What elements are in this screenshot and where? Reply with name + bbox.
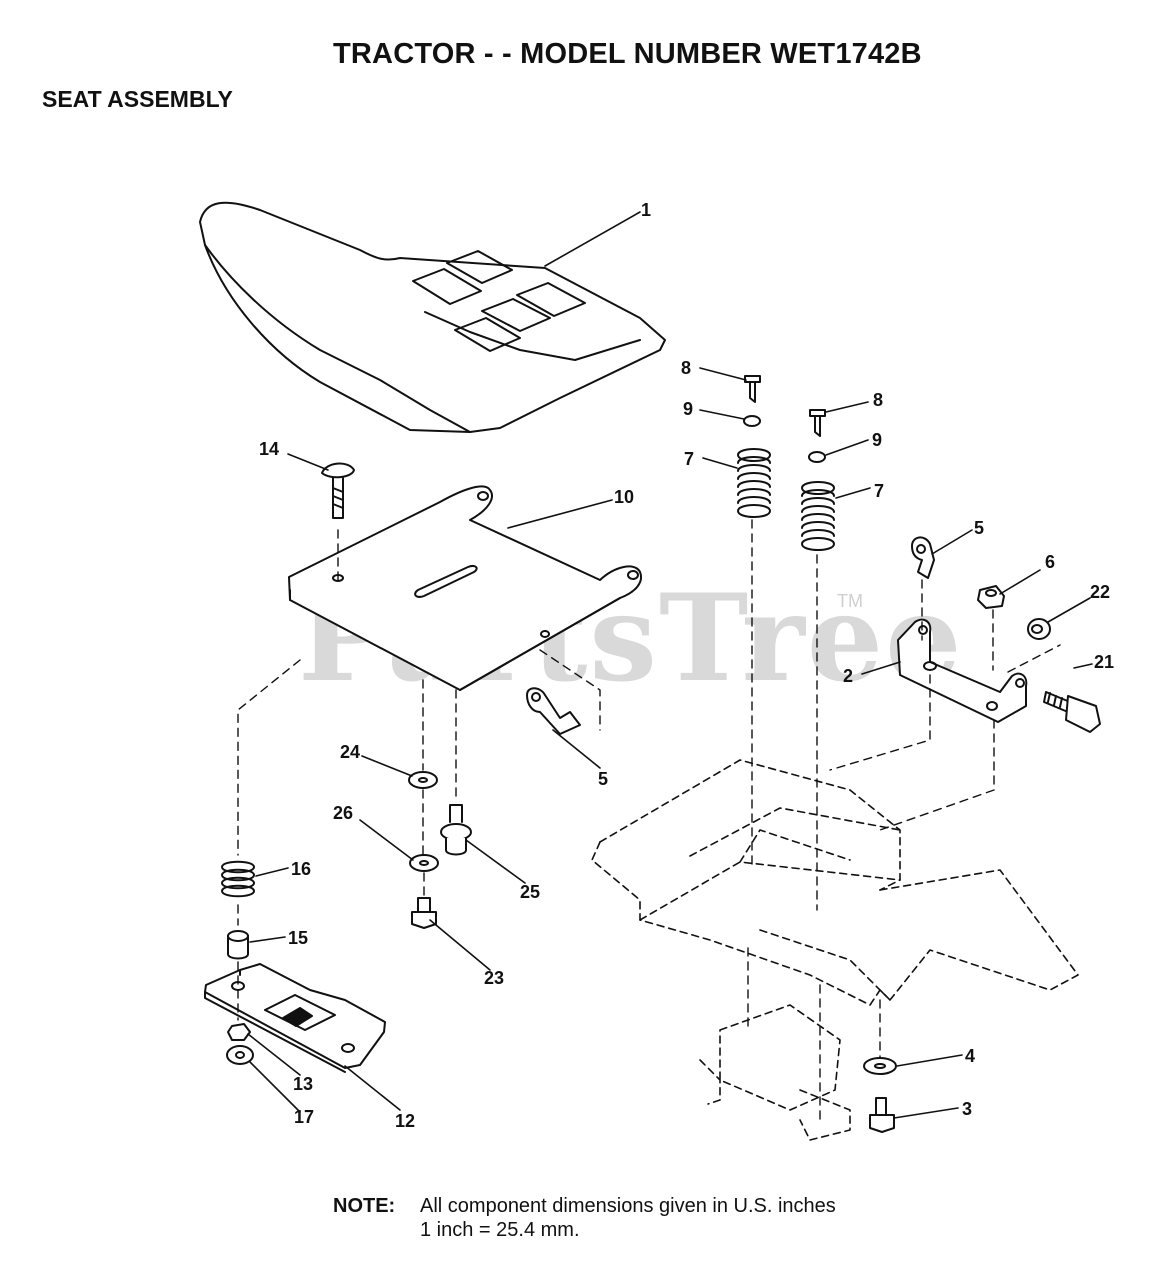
callout-6: 6 — [1045, 552, 1055, 572]
callout-5-lower: 5 — [598, 769, 608, 789]
part-shoulder-bolt[interactable] — [440, 804, 472, 856]
part-pin-8-left[interactable] — [744, 375, 761, 403]
callout-26: 26 — [333, 803, 353, 823]
callout-13: 13 — [293, 1074, 313, 1094]
watermark-trademark: TM — [837, 591, 863, 611]
callout-4: 4 — [965, 1046, 975, 1066]
callout-24: 24 — [340, 742, 360, 762]
callout-8-left: 8 — [681, 358, 691, 378]
callout-9-left: 9 — [683, 399, 693, 419]
part-clip-lower[interactable] — [526, 687, 581, 735]
part-washer-4[interactable] — [863, 1057, 897, 1075]
part-nut-13[interactable] — [227, 1023, 251, 1041]
callout-12: 12 — [395, 1111, 415, 1131]
part-washer-24[interactable] — [408, 771, 438, 789]
callout-10: 10 — [614, 487, 634, 507]
page-title: TRACTOR - - MODEL NUMBER WET1742B — [333, 38, 922, 70]
callout-22: 22 — [1090, 582, 1110, 602]
callout-25: 25 — [520, 882, 540, 902]
part-washer-17[interactable] — [226, 1045, 254, 1065]
part-hex-bolt-23[interactable] — [411, 897, 437, 929]
callout-21: 21 — [1094, 652, 1114, 672]
callout-1: 1 — [641, 200, 651, 220]
part-nut-6[interactable] — [977, 585, 1005, 609]
part-tractor-frame — [591, 759, 1079, 1141]
part-spacer[interactable] — [227, 930, 249, 960]
part-hex-bolt-3[interactable] — [869, 1097, 895, 1133]
note-text-line1: All component dimensions given in U.S. i… — [420, 1195, 836, 1217]
note-text-line2: 1 inch = 25.4 mm. — [420, 1219, 580, 1241]
part-seat[interactable] — [199, 201, 666, 433]
part-washer-26[interactable] — [409, 854, 439, 872]
callout-23: 23 — [484, 968, 504, 988]
part-pin-8-right[interactable] — [809, 409, 826, 437]
callout-15: 15 — [288, 928, 308, 948]
part-spring-16[interactable] — [221, 860, 255, 898]
callout-14: 14 — [259, 439, 279, 459]
part-hinge-bracket[interactable] — [897, 618, 1028, 723]
part-washer-9-right[interactable] — [808, 451, 826, 463]
callout-8-right: 8 — [873, 390, 883, 410]
callout-16: 16 — [291, 859, 311, 879]
callout-7-left: 7 — [684, 449, 694, 469]
part-bracket-plate[interactable] — [204, 963, 386, 1073]
callout-3: 3 — [962, 1099, 972, 1119]
leader-lines — [247, 211, 1093, 1119]
note-label: NOTE: — [333, 1195, 396, 1217]
callout-2: 2 — [843, 666, 853, 686]
callout-9-right: 9 — [872, 430, 882, 450]
part-seat-pan[interactable] — [288, 485, 642, 691]
part-spring-7-right[interactable] — [801, 481, 835, 551]
callout-5-upper: 5 — [974, 518, 984, 538]
assembly-centerlines — [237, 519, 1061, 1121]
part-clip-upper[interactable] — [911, 536, 935, 579]
section-title: SEAT ASSEMBLY — [42, 86, 233, 112]
part-shoulder-bolt-21[interactable] — [1043, 691, 1101, 733]
callout-17: 17 — [294, 1107, 314, 1127]
part-nut-22[interactable] — [1027, 618, 1051, 640]
part-washer-9-left[interactable] — [743, 415, 761, 427]
part-carriage-bolt[interactable] — [321, 462, 355, 519]
callout-7-right: 7 — [874, 481, 884, 501]
part-spring-7-left[interactable] — [737, 448, 771, 518]
